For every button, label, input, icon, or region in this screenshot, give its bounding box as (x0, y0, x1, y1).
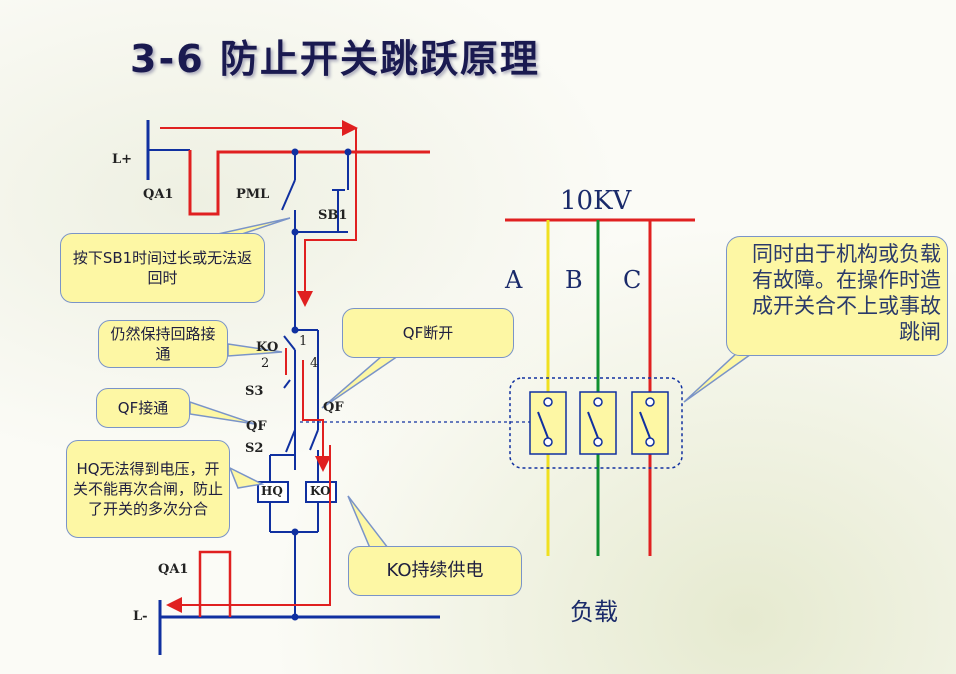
callout-ko-powered: KO持续供电 (348, 546, 522, 596)
callout-qf-on: QF接通 (96, 388, 190, 428)
qf-left-label: QF (246, 419, 267, 434)
callout-keep-loop: 仍然保持回路接通 (98, 320, 228, 368)
callout-qf-off: QF断开 (342, 308, 514, 358)
positive-rail (146, 120, 430, 216)
switch-contacts (281, 179, 345, 453)
ko-coil (305, 481, 337, 503)
callout-sb1-hold: 按下SB1时间过长或无法返回时 (60, 233, 265, 303)
ko-contact-label: KO (256, 340, 279, 355)
phase-a-label: A (505, 266, 523, 294)
s3-label: S3 (245, 384, 264, 399)
callout-hq-no-power: HQ无法得到电压，开关不能再次合闸，防止了开关的多次分合 (66, 440, 230, 538)
pin-1-label: 1 (299, 334, 308, 349)
pml-label: PML (236, 187, 270, 202)
pin-4-label: 4 (310, 356, 319, 371)
current-flow-path (160, 120, 358, 613)
phase-b-label: B (565, 266, 583, 294)
phase-lines (546, 220, 652, 556)
qa1-bottom-label: QA1 (158, 562, 189, 577)
callout-fault: 同时由于机构或负载有故障。在操作时造成开关合不上或事故跳闸 (726, 236, 948, 356)
hq-coil (257, 481, 289, 503)
junction-dots (291, 148, 352, 621)
phase-c-label: C (623, 266, 642, 294)
qf-right-label: QF (323, 400, 344, 415)
s2-label: S2 (245, 441, 264, 456)
qf-switches (529, 391, 669, 455)
l-minus-label: L- (133, 609, 148, 624)
qf-breaker-group (509, 377, 683, 469)
negative-rail (158, 550, 440, 655)
voltage-label: 10KV (560, 186, 632, 216)
hq-label: HQ (261, 484, 283, 498)
load-label: 负载 (570, 598, 618, 626)
ko-coil-label: KO (310, 484, 331, 498)
l-plus-label: L+ (112, 152, 133, 167)
page-title: 3-6 防止开关跳跃原理 (130, 37, 540, 81)
sb1-label: SB1 (318, 208, 348, 223)
qa1-top-label: QA1 (143, 187, 174, 202)
pin-2-label: 2 (261, 356, 270, 371)
